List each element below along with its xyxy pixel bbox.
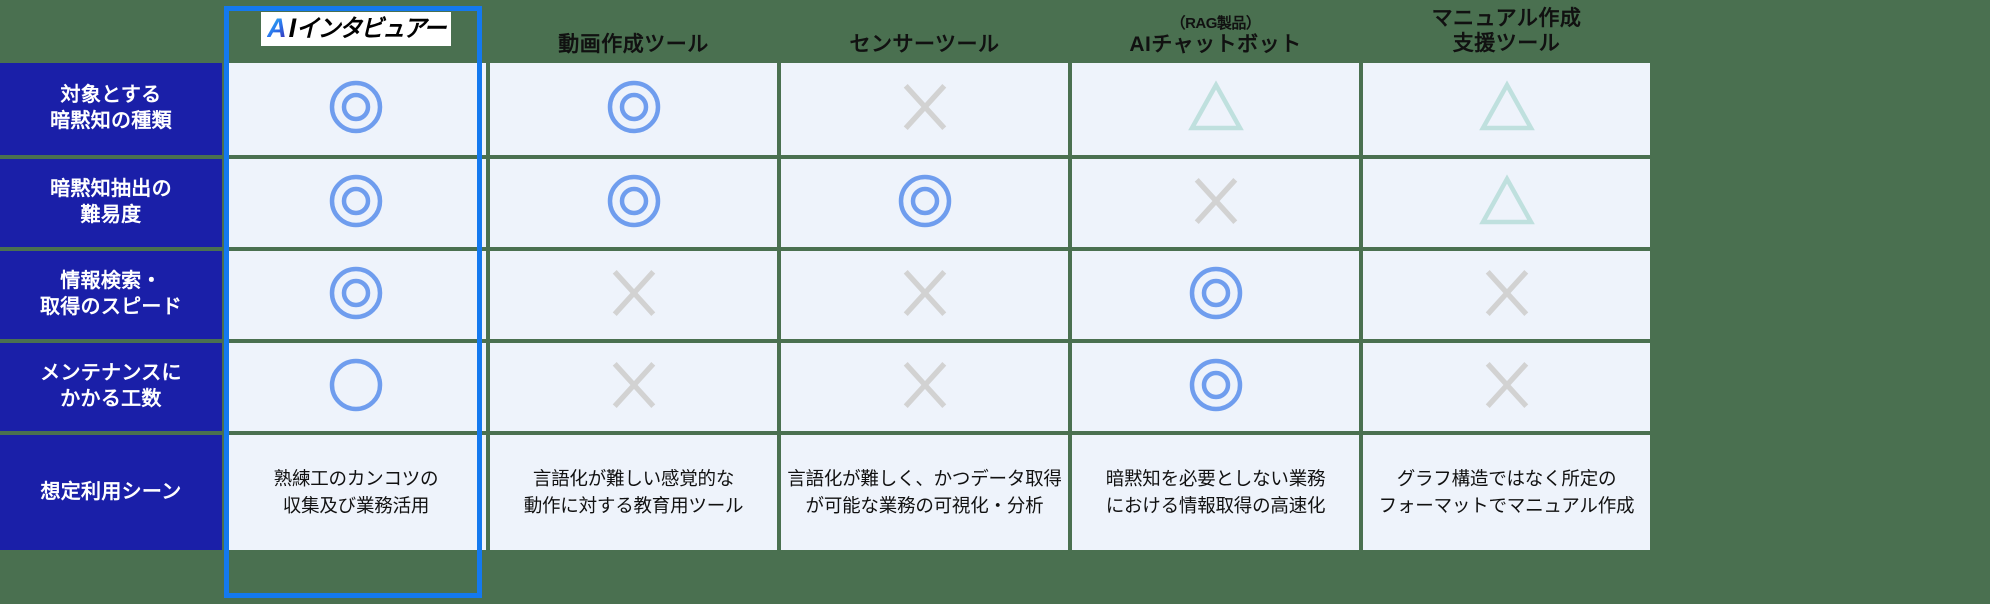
cell-r1-c4 (1072, 63, 1359, 155)
usecase-line1: 熟練工のカンコツの (273, 467, 439, 489)
symbol-cross-icon (1189, 174, 1243, 233)
row-label-search-speed: 情報検索・ 取得のスピード (0, 251, 222, 339)
symbol-double-circle-icon (897, 173, 953, 234)
usecase-line2: フォーマットでマニュアル作成 (1378, 494, 1635, 516)
cell-r1-c5 (1363, 63, 1650, 155)
symbol-double-circle-icon (328, 173, 384, 234)
cell-r4-c2 (490, 343, 777, 431)
row-label-line2: 暗黙知の種類 (50, 110, 172, 132)
symbol-double-circle-icon (328, 265, 384, 326)
symbol-double-circle-icon (1188, 357, 1244, 418)
column-header-manual-tool: マニュアル作成 支援ツール (1363, 0, 1650, 59)
logo-letter-a: A (267, 12, 286, 43)
table-corner-cell (0, 0, 222, 59)
row-label-maintenance-effort: メンテナンスに かかる工数 (0, 343, 222, 431)
cell-r2-c1 (226, 159, 486, 247)
column-header-label-line1: マニュアル作成 (1431, 7, 1582, 31)
symbol-cross-icon (1480, 358, 1534, 417)
usecase-line1: 言語化が難しい感覚的な (532, 467, 735, 489)
column-header-video-tool: 動画作成ツール (490, 0, 777, 59)
column-header-label: AIチャットボット (1129, 33, 1302, 57)
symbol-cross-icon (898, 358, 952, 417)
cell-r1-c3 (781, 63, 1068, 155)
cell-r2-c4 (1072, 159, 1359, 247)
symbol-cross-icon (607, 266, 661, 325)
cell-r3-c1 (226, 251, 486, 339)
logo-letter-i: I (288, 12, 296, 43)
cell-usecase-c4: 暗黙知を必要としない業務 における情報取得の高速化 (1072, 435, 1359, 550)
cell-r4-c4 (1072, 343, 1359, 431)
row-label-line1: 対象とする (60, 84, 162, 107)
cell-r1-c1 (226, 63, 486, 155)
cell-r4-c3 (781, 343, 1068, 431)
row-label-line2: かかる工数 (60, 388, 162, 410)
column-header-label: 動画作成ツール (558, 33, 709, 57)
cell-usecase-c3: 言語化が難しく、かつデータ取得 が可能な業務の可視化・分析 (781, 435, 1068, 550)
row-label-line1: メンテナンスに (40, 362, 182, 385)
symbol-circle-icon (328, 357, 384, 418)
usecase-line1: 暗黙知を必要としない業務 (1105, 467, 1326, 489)
symbol-double-circle-icon (1188, 265, 1244, 326)
symbol-double-circle-icon (328, 79, 384, 140)
row-label-use-case: 想定利用シーン (0, 435, 222, 550)
column-header-superscript: （RAG製品） (1170, 14, 1261, 32)
cell-usecase-c1: 熟練工のカンコツの 収集及び業務活用 (226, 435, 486, 550)
cell-r2-c3 (781, 159, 1068, 247)
symbol-triangle-icon (1478, 173, 1535, 232)
cell-r3-c3 (781, 251, 1068, 339)
column-header-ai-chatbot: （RAG製品） AIチャットボット (1072, 0, 1359, 59)
symbol-cross-icon (1480, 266, 1534, 325)
symbol-triangle-icon (1187, 79, 1244, 138)
row-label-line1: 想定利用シーン (40, 480, 182, 503)
cell-r3-c5 (1363, 251, 1650, 339)
symbol-double-circle-icon (606, 173, 662, 234)
row-label-extraction-difficulty: 暗黙知抽出の 難易度 (0, 159, 222, 247)
cell-usecase-c2: 言語化が難しい感覚的な 動作に対する教育用ツール (490, 435, 777, 550)
row-label-tacit-knowledge-type: 対象とする 暗黙知の種類 (0, 63, 222, 155)
cell-r3-c2 (490, 251, 777, 339)
symbol-cross-icon (607, 358, 661, 417)
usecase-line2: 収集及び業務活用 (282, 494, 430, 516)
usecase-line2: が可能な業務の可視化・分析 (805, 494, 1044, 516)
row-label-line2: 難易度 (80, 204, 142, 226)
row-label-line1: 暗黙知抽出の (50, 178, 172, 201)
symbol-cross-icon (898, 266, 952, 325)
usecase-line1: 言語化が難しく、かつデータ取得 (787, 467, 1062, 489)
usecase-line2: 動作に対する教育用ツール (523, 494, 744, 516)
cell-r4-c1 (226, 343, 486, 431)
column-header-label: センサーツール (849, 33, 1000, 57)
usecase-line2: における情報取得の高速化 (1105, 494, 1326, 516)
cell-r2-c2 (490, 159, 777, 247)
row-label-line2: 取得のスピード (39, 296, 183, 318)
logo-kana: インタビュアー (296, 13, 446, 42)
cell-r1-c2 (490, 63, 777, 155)
cell-r2-c5 (1363, 159, 1650, 247)
cell-r4-c5 (1363, 343, 1650, 431)
column-header-sensor-tool: センサーツール (781, 0, 1068, 59)
row-label-line1: 情報検索・ (60, 270, 162, 293)
cell-r3-c4 (1072, 251, 1359, 339)
usecase-line1: グラフ構造ではなく所定の (1396, 467, 1617, 489)
cell-usecase-c5: グラフ構造ではなく所定の フォーマットでマニュアル作成 (1363, 435, 1650, 550)
symbol-cross-icon (898, 80, 952, 139)
column-header-label-line2: 支援ツール (1452, 32, 1561, 56)
symbol-triangle-icon (1478, 79, 1535, 138)
symbol-double-circle-icon (606, 79, 662, 140)
